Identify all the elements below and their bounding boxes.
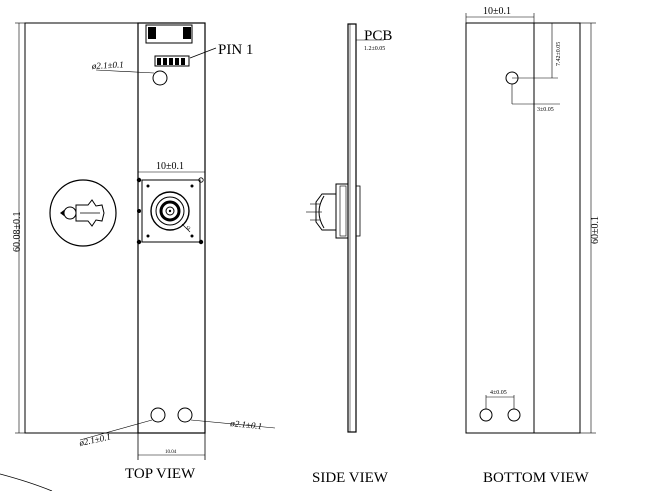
bottom-view: 10±0.1 7.42±0.05 3±0.05 60±0.1 4±0.05 BO… [465, 6, 601, 486]
svg-text:Ω: Ω [185, 226, 191, 232]
hole-horizontal-dim: 3±0.05 [537, 107, 554, 113]
pcb-profile [347, 23, 357, 433]
pcb-thickness-dim: 1.2±0.05 [364, 46, 385, 52]
bottom-width-dim: 10±0.1 [483, 6, 511, 17]
bottom-left-hole-dim: ø2.1±0.1 [77, 432, 111, 449]
bottom-left-mount-hole [150, 407, 166, 423]
top-mount-hole [152, 70, 168, 86]
side-view-caption: SIDE VIEW [312, 470, 389, 486]
pin-1-label: PIN 1 [218, 42, 253, 58]
pcb-label: PCB [364, 28, 392, 44]
bottom-length-dim: 60±0.1 [590, 216, 601, 244]
connector [145, 24, 193, 67]
bottom-right-hole-dim: ø2.1±0.1 [229, 418, 263, 431]
top-view: 10.04 PIN 1 ø2.1±0.1 10±0.1 [0, 22, 276, 491]
bottom-view-hole-right [507, 408, 521, 422]
bottom-view-outline [465, 22, 581, 434]
logo-mark [49, 179, 117, 247]
lens-profile [306, 183, 361, 239]
top-view-caption: TOP VIEW [125, 466, 196, 482]
bottom-right-mount-hole [177, 407, 193, 423]
lens-width-dim: 10±0.1 [156, 161, 184, 172]
bottom-view-hole-left [479, 408, 493, 422]
bottom-view-caption: BOTTOM VIEW [483, 470, 590, 486]
side-view: PCB 1.2±0.05 SIDE VIEW [306, 23, 392, 486]
camera-pcb-strip [137, 22, 206, 434]
lens-module: Ω [136, 177, 204, 245]
holes-spacing-dim: 4±0.05 [490, 390, 507, 396]
top-hole-dim: ø2.1±0.1 [91, 59, 124, 71]
bottom-small-dim: 10.04 [165, 450, 177, 455]
hole-vertical-dim: 7.42±0.05 [556, 42, 562, 66]
total-length-dim: 60.08±0.1 [12, 212, 23, 253]
